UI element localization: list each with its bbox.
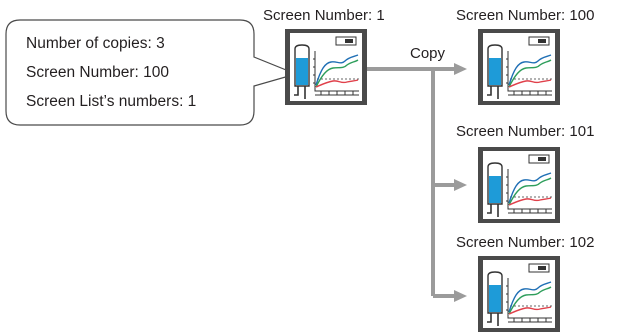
callout-screen-number: Screen Number: 100 [26, 64, 170, 81]
copy-arrows [367, 67, 456, 298]
copy-screen-102-label: Screen Number: 102 [456, 234, 595, 251]
copy-screen-101-label: Screen Number: 101 [456, 123, 595, 140]
arrow-right-icon [454, 179, 467, 191]
callout-bubble [5, 19, 298, 126]
arrow-right-icon [454, 290, 467, 302]
source-screen-icon [284, 28, 368, 106]
copy-screen-102-icon [477, 255, 561, 333]
callout-screen-list-numbers: Screen List’s numbers: 1 [26, 93, 197, 110]
callout-copies-count: Number of copies: 3 [26, 35, 165, 52]
copy-label: Copy [410, 45, 446, 62]
source-screen-label: Screen Number: 1 [263, 7, 385, 24]
copy-screen-101-icon [477, 146, 561, 224]
arrow-right-icon [454, 63, 467, 75]
copy-screen-100-label: Screen Number: 100 [456, 7, 595, 24]
copy-screen-100-icon [477, 28, 561, 106]
